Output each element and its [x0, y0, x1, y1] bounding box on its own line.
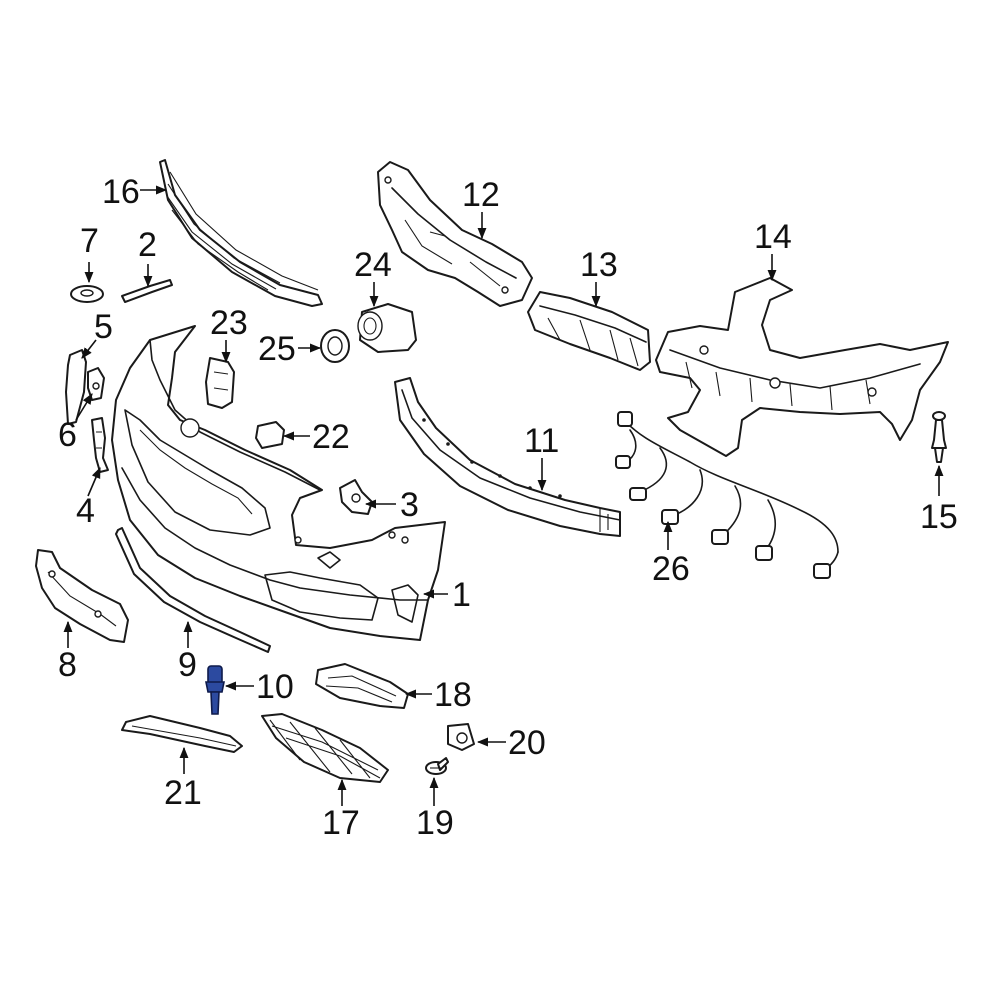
- callout-label: 15: [920, 498, 958, 536]
- part-6-clip[interactable]: [87, 367, 105, 401]
- part-5-side-bracket[interactable]: [65, 349, 87, 425]
- callout-label: 2: [138, 226, 157, 264]
- part-14-carrier[interactable]: [655, 277, 949, 457]
- callout-1[interactable]: 1: [422, 576, 471, 614]
- callouts: 1 2 3 4 5 6 7 8: [58, 173, 958, 842]
- callout-label: 12: [462, 176, 500, 214]
- part-13-energy-absorber[interactable]: [527, 291, 651, 371]
- callout-label: 1: [452, 576, 471, 614]
- part-7-round-cap[interactable]: [70, 285, 104, 303]
- callout-label: 9: [178, 646, 197, 684]
- callout-9[interactable]: 9: [178, 620, 197, 684]
- callout-label: 24: [354, 246, 392, 284]
- callout-10[interactable]: 10: [224, 668, 294, 706]
- callout-24[interactable]: 24: [354, 246, 392, 308]
- callout-6[interactable]: 6: [58, 393, 93, 454]
- callout-12[interactable]: 12: [462, 176, 500, 240]
- callout-label: 22: [312, 418, 350, 456]
- callout-label: 6: [58, 416, 77, 454]
- part-12-upper-bracket[interactable]: [377, 161, 533, 307]
- callout-3[interactable]: 3: [364, 486, 419, 524]
- callout-label: 3: [400, 486, 419, 524]
- callout-label: 7: [80, 222, 99, 260]
- callout-17[interactable]: 17: [322, 778, 360, 842]
- callout-label: 10: [256, 668, 294, 706]
- callout-label: 4: [76, 492, 95, 530]
- callout-16[interactable]: 16: [102, 173, 168, 211]
- callout-5[interactable]: 5: [81, 308, 113, 359]
- callout-23[interactable]: 23: [210, 304, 248, 364]
- callout-label: 26: [652, 550, 690, 588]
- part-20-clip[interactable]: [447, 723, 475, 751]
- part-4-lower-bracket[interactable]: [91, 417, 109, 473]
- part-1-bumper-cover[interactable]: [111, 325, 446, 641]
- callout-label: 14: [754, 218, 792, 256]
- part-21-trim-strip[interactable]: [121, 715, 243, 753]
- part-26-wiring-harness[interactable]: [615, 411, 839, 579]
- callout-label: 8: [58, 646, 77, 684]
- callout-7[interactable]: 7: [80, 222, 99, 284]
- callout-label: 20: [508, 724, 546, 762]
- part-8-license-plate-bracket[interactable]: [35, 549, 129, 643]
- callout-label: 13: [580, 246, 618, 284]
- callout-label: 25: [258, 330, 296, 368]
- callout-4[interactable]: 4: [76, 466, 101, 530]
- callout-label: 16: [102, 173, 140, 211]
- part-10-fastener-highlighted[interactable]: [205, 665, 225, 715]
- callout-14[interactable]: 14: [754, 218, 792, 282]
- callout-label: 11: [524, 422, 559, 460]
- part-18-grille-insert[interactable]: [315, 663, 409, 709]
- callout-22[interactable]: 22: [282, 418, 350, 456]
- callout-label: 17: [322, 804, 360, 842]
- callout-11[interactable]: 11: [524, 422, 559, 492]
- callout-13[interactable]: 13: [580, 246, 618, 308]
- callout-26[interactable]: 26: [652, 520, 690, 588]
- part-19-screw[interactable]: [425, 757, 449, 775]
- part-22-sensor-block[interactable]: [255, 421, 285, 449]
- callout-19[interactable]: 19: [416, 776, 454, 842]
- callout-label: 21: [164, 774, 202, 812]
- part-17-lower-grille[interactable]: [261, 713, 389, 783]
- callout-label: 5: [94, 308, 113, 346]
- callout-8[interactable]: 8: [58, 620, 77, 684]
- callout-21[interactable]: 21: [164, 746, 202, 812]
- part-25-sensor-ring[interactable]: [320, 329, 350, 363]
- callout-18[interactable]: 18: [404, 676, 472, 714]
- callout-label: 19: [416, 804, 454, 842]
- part-15-push-pin[interactable]: [931, 411, 947, 463]
- callout-label: 23: [210, 304, 248, 342]
- part-9-lower-molding[interactable]: [115, 527, 271, 653]
- part-2-trim-strip[interactable]: [121, 279, 173, 303]
- callout-2[interactable]: 2: [138, 226, 157, 288]
- part-16-upper-grille-strip[interactable]: [159, 159, 323, 307]
- callout-label: 18: [434, 676, 472, 714]
- part-11-reinforcement-beam[interactable]: [394, 377, 621, 537]
- callout-20[interactable]: 20: [476, 724, 546, 762]
- part-23-mount-bracket[interactable]: [205, 357, 235, 409]
- callout-25[interactable]: 25: [258, 330, 322, 368]
- part-24-parking-sensor[interactable]: [357, 303, 417, 353]
- part-3-bracket[interactable]: [339, 479, 373, 515]
- callout-15[interactable]: 15: [920, 464, 958, 536]
